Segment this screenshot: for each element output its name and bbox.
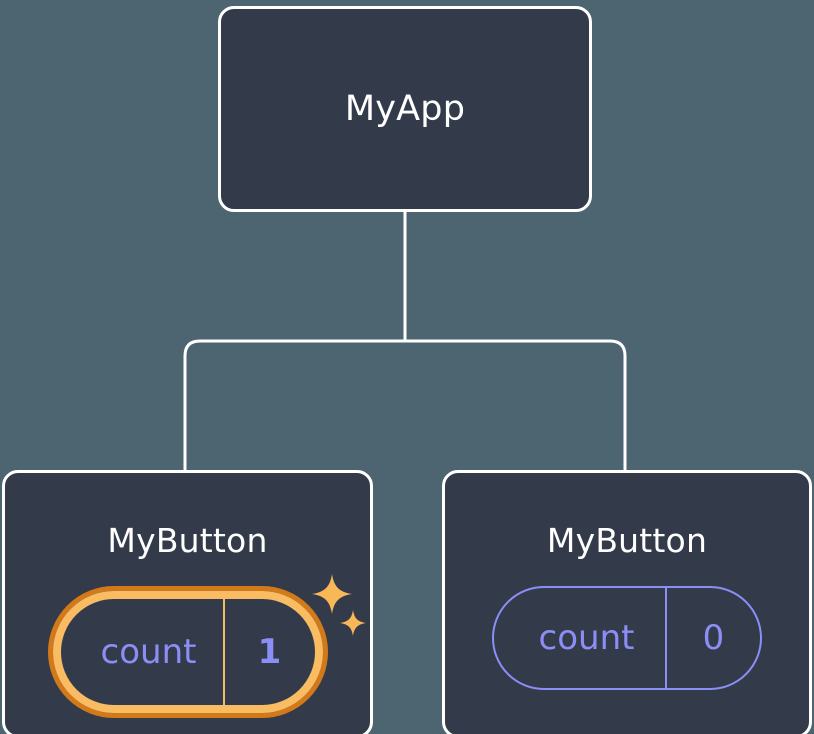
node-myapp-title: MyApp <box>344 89 466 129</box>
state-pill-right-key: count <box>538 618 635 658</box>
state-pill-right-value: 0 <box>665 588 760 688</box>
sparkle-small-icon <box>339 610 366 636</box>
node-mybutton-right[interactable]: MyButton count 0 <box>442 470 812 734</box>
state-pill-left-highlight-ring: count 1 <box>47 586 328 718</box>
node-myapp[interactable]: MyApp <box>218 6 592 212</box>
connector-branch-bus <box>183 339 627 470</box>
state-pill-left-wrapper: count 1 <box>47 574 366 718</box>
node-mybutton-left-title: MyButton <box>107 521 268 560</box>
state-pill-left-key: count <box>100 632 197 672</box>
state-pill-left-value: 1 <box>222 599 315 705</box>
node-mybutton-left[interactable]: MyButton count 1 <box>2 470 373 734</box>
state-pill-left[interactable]: count 1 <box>52 591 323 713</box>
state-pill-right-wrapper: count 0 <box>492 586 762 690</box>
node-mybutton-right-title: MyButton <box>546 521 708 560</box>
state-pill-right[interactable]: count 0 <box>492 586 762 690</box>
sparkle-large-icon <box>311 574 352 614</box>
